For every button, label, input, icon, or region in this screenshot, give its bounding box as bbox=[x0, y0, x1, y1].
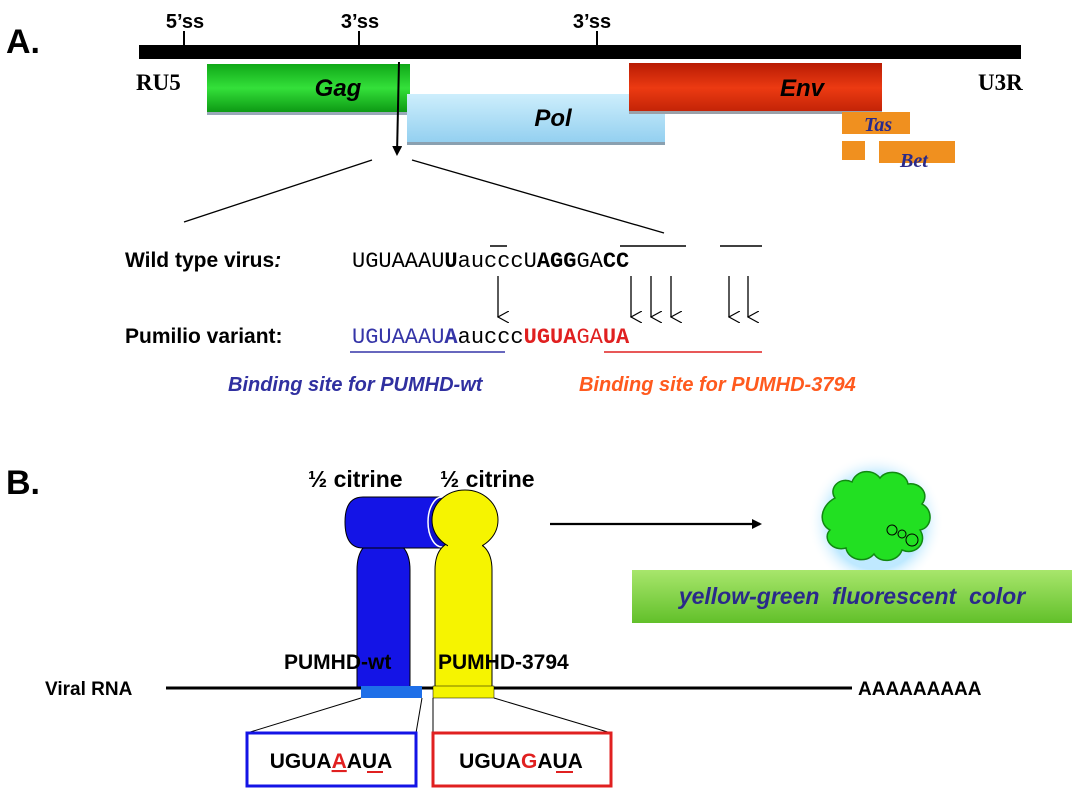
wild-type-label: Wild type virus: bbox=[125, 249, 281, 272]
fluorescent-blob bbox=[808, 454, 944, 590]
env-label: Env bbox=[780, 75, 826, 102]
bet-exon-1 bbox=[842, 141, 865, 160]
wild-type-sequence: UGUAAAUUaucccUAGGGACC bbox=[352, 249, 629, 274]
yellow-neck bbox=[448, 545, 482, 560]
pumhd-wt-label: PUMHD-wt bbox=[284, 651, 391, 674]
half-citrine-yellow bbox=[431, 489, 499, 551]
pol-label: Pol bbox=[534, 105, 573, 132]
env-shadow bbox=[629, 111, 882, 114]
env-gene bbox=[629, 63, 882, 113]
zoom-3794-right bbox=[493, 697, 612, 734]
panel-b: B. ½ citrine ½ citrine PUMHD-wt PUMHD-37… bbox=[6, 454, 1072, 788]
zoom-wt-right bbox=[415, 697, 423, 734]
binding-site-3794: Binding site for PUMHD-3794 bbox=[579, 374, 856, 396]
pol-gene bbox=[407, 94, 665, 142]
pumhd-3794-label: PUMHD-3794 bbox=[438, 651, 569, 674]
ltr-left-label: RU5 bbox=[136, 70, 181, 95]
sequence-box-3794-text: UGUAGAUA bbox=[459, 750, 583, 773]
gag-shadow bbox=[207, 112, 410, 115]
binding-site-wt: Binding site for PUMHD-wt bbox=[228, 374, 484, 396]
fluorescent-label: yellow-green fluorescent color bbox=[678, 583, 1026, 609]
half-citrine-right-label: ½ citrine bbox=[440, 466, 535, 492]
zoom-line-left bbox=[183, 159, 373, 223]
sequence-box-wt-text: UGUAAAUA bbox=[270, 750, 393, 773]
blob-detail-3 bbox=[905, 533, 919, 547]
blob-shape bbox=[821, 470, 931, 562]
half-citrine-left-label: ½ citrine bbox=[308, 466, 403, 492]
splice-site-label-3ss-2: 3’ss bbox=[573, 11, 611, 33]
gag-label: Gag bbox=[315, 75, 362, 102]
ltr-right-label: U3R bbox=[978, 70, 1023, 95]
bet-label: Bet bbox=[899, 150, 929, 172]
pumhd-wt-protein bbox=[344, 496, 459, 688]
splice-site-label-5ss: 5’ss bbox=[166, 11, 204, 33]
sequence-box-wt bbox=[245, 731, 418, 788]
zoom-line-right bbox=[411, 159, 665, 234]
rna-site-3794 bbox=[432, 685, 495, 699]
zoom-wt-left bbox=[246, 697, 362, 734]
gag-gene bbox=[207, 64, 410, 112]
poly-a-tail: AAAAAAAAA bbox=[858, 679, 982, 700]
blob-detail-1 bbox=[886, 524, 898, 536]
bet-gene bbox=[879, 141, 955, 163]
zoom-arrow bbox=[392, 61, 403, 156]
rna-site-wt bbox=[361, 686, 422, 698]
genome-bar bbox=[139, 45, 1021, 59]
mutation-arrows bbox=[498, 276, 748, 317]
fluorescent-box bbox=[632, 570, 1072, 623]
pumhd-3794-protein bbox=[431, 489, 499, 688]
blob-detail-2 bbox=[897, 529, 907, 539]
pumilio-variant-sequence: UGUAAAUAaucccUGUAGAUA bbox=[352, 325, 630, 350]
viral-rna-label: Viral RNA bbox=[45, 679, 133, 700]
splice-site-label-3ss-1: 3’ss bbox=[341, 11, 379, 33]
panel-b-label: B. bbox=[6, 464, 40, 502]
tas-gene bbox=[842, 112, 910, 134]
pol-shadow bbox=[407, 142, 665, 145]
pumilio-variant-label: Pumilio variant: bbox=[125, 325, 283, 348]
tas-label: Tas bbox=[864, 114, 892, 136]
sequence-box-3794 bbox=[431, 731, 613, 788]
panel-a-label: A. bbox=[6, 23, 40, 61]
panel-a: A. 5’ss 3’ss 3’ss RU5 U3R Gag Pol Env Ta… bbox=[6, 11, 1023, 396]
